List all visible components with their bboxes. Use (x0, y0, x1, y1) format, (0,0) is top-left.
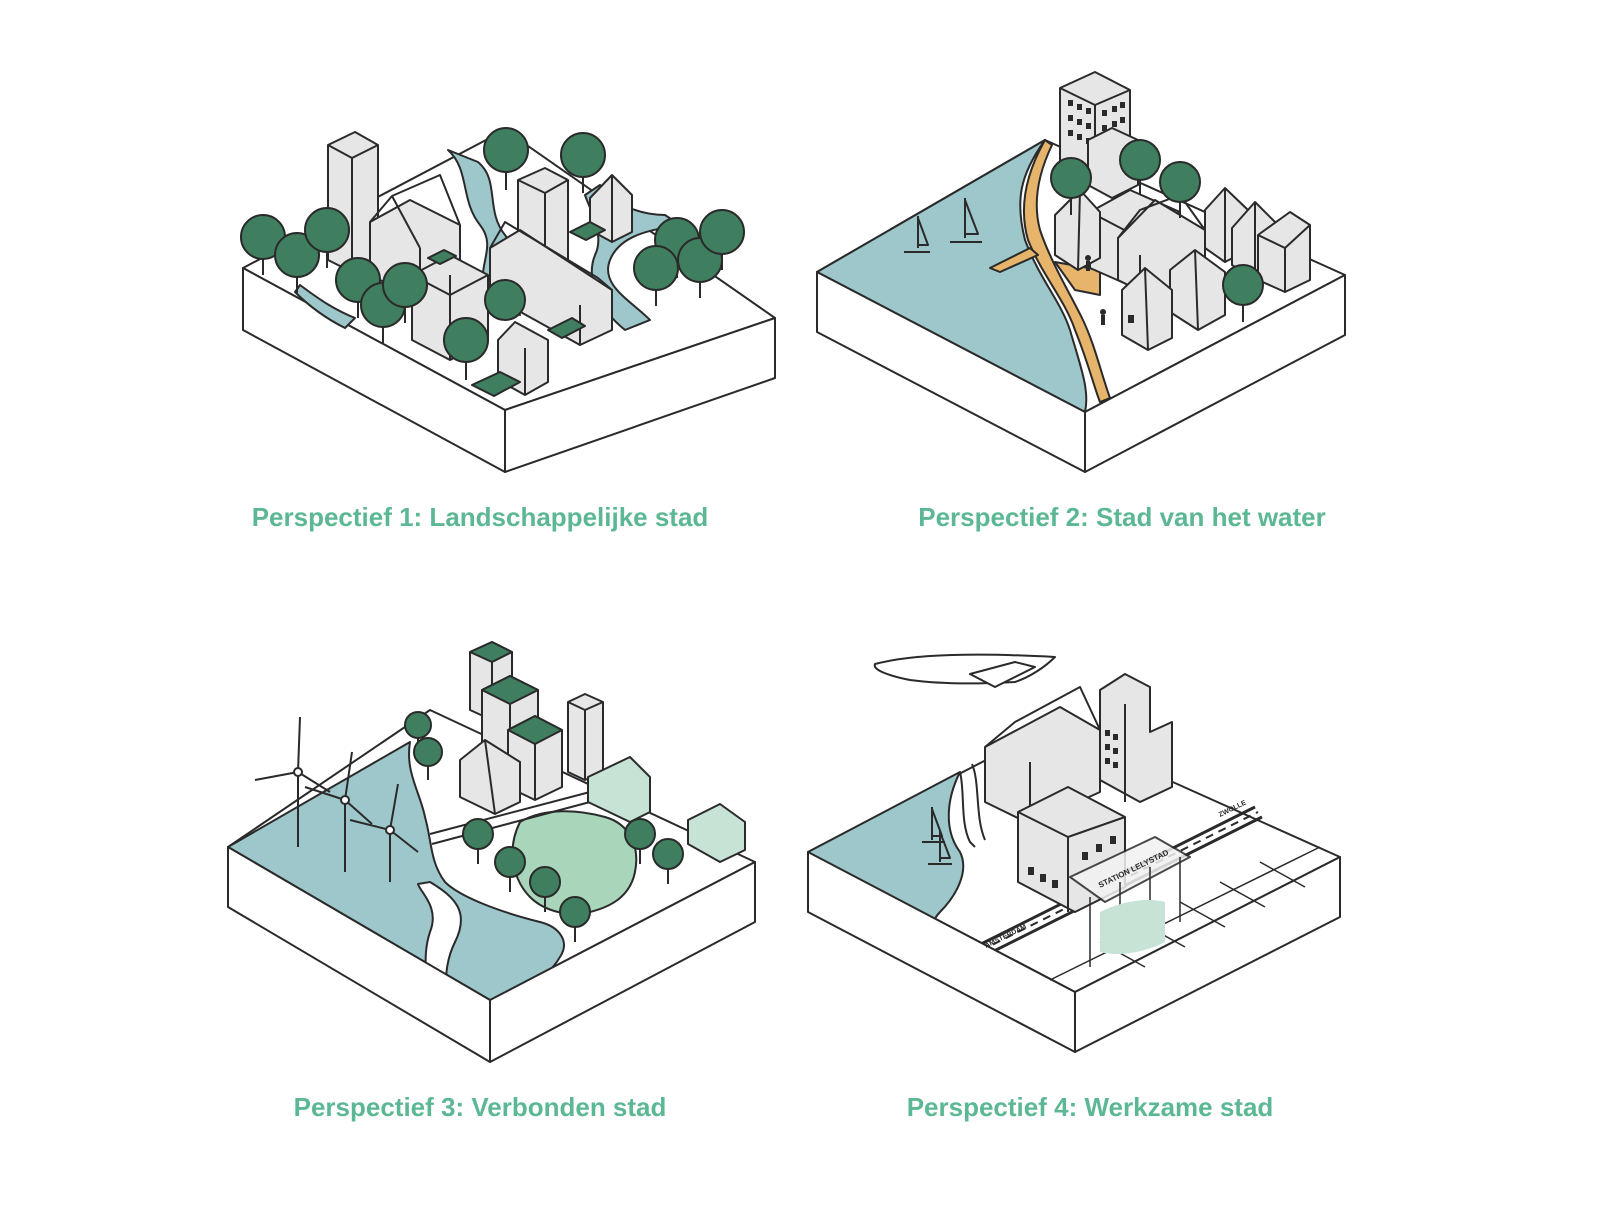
panel-stad-van-het-water: Perspectief 2: Stad van het water (800, 0, 1600, 612)
caption-perspectief-2: Perspectief 2: Stad van het water (918, 502, 1326, 532)
caption-perspectief-4: Perspectief 4: Werkzame stad (906, 1092, 1274, 1122)
panel-verbonden-stad: Perspectief 3: Verbonden stad (0, 612, 800, 1225)
panel-werkzame-stad: STATION LELYSTAD AMSTERDAM ZWOLLE Perspe… (800, 612, 1600, 1225)
caption-perspectief-3: Perspectief 3: Verbonden stad (293, 1092, 667, 1122)
illustration-landschappelijke-stad (240, 127, 776, 473)
illustration-stad-van-het-water (816, 71, 1346, 473)
illustration-werkzame-stad: STATION LELYSTAD AMSTERDAM ZWOLLE (807, 653, 1341, 1053)
panel-landschappelijke-stad: Perspectief 1: Landschappelijke stad (0, 0, 800, 612)
caption-perspectief-1: Perspectief 1: Landschappelijke stad (251, 502, 709, 532)
illustration-verbonden-stad (227, 641, 756, 1063)
